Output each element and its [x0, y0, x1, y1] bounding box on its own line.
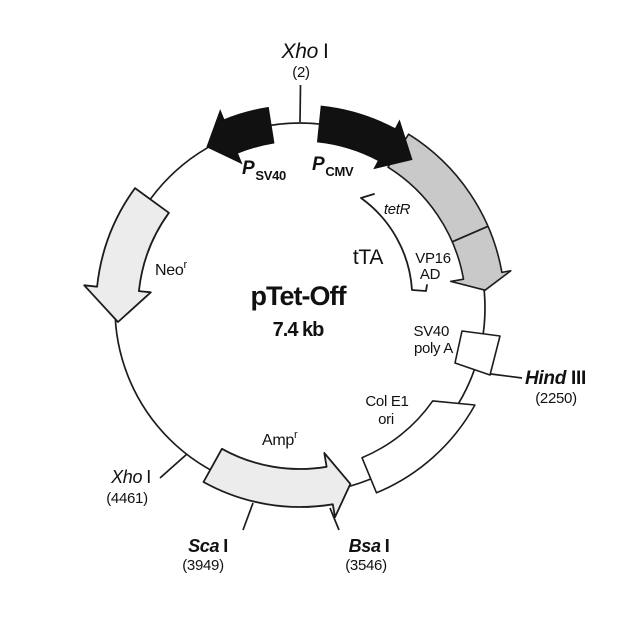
cole1-ori-box	[361, 400, 476, 494]
sca1-tick	[242, 502, 254, 531]
sca1-position: (3949)	[182, 557, 224, 574]
bsa1-tick	[329, 507, 340, 531]
neo-label: Neor	[155, 259, 187, 279]
sv40-polya-label-line2: poly A	[414, 340, 453, 357]
xho1-top-tick	[299, 84, 302, 123]
amp-resistance-arrow	[202, 447, 352, 518]
bsa1-position: (3546)	[345, 557, 387, 574]
xho1-left-position: (4461)	[106, 490, 148, 507]
tta-arrow	[387, 133, 512, 291]
hind3-position: (2250)	[535, 390, 577, 407]
vp16-label-line2: AD	[420, 266, 441, 283]
pcmv-promoter-arrow	[316, 105, 413, 170]
hind3-tick	[490, 373, 523, 379]
xho1-left-tick	[159, 453, 188, 479]
plasmid-size: 7.4 kb	[273, 319, 324, 341]
xho1-top-position: (2)	[292, 64, 310, 81]
tta-label: tTA	[353, 246, 384, 269]
vp16-label-line1: VP16	[415, 250, 451, 267]
pcmv-label: PCMV	[312, 154, 354, 179]
tetr-label: tetR	[384, 201, 411, 218]
neo-resistance-arrow	[83, 187, 170, 323]
tta-arrow-segment-divider	[451, 225, 489, 243]
plasmid-name: pTet-Off	[251, 281, 348, 311]
sv40-polya-box	[454, 330, 501, 376]
cole1-ori-label-line2: ori	[378, 411, 394, 428]
sv40-polya-label-line1: SV40	[414, 323, 450, 340]
tta-bracket	[360, 193, 428, 292]
cole1-ori-label-line1: Col E1	[365, 393, 408, 410]
amp-label: Ampr	[262, 429, 298, 449]
psv40-label: PSV40	[242, 158, 286, 183]
psv40-promoter-arrow	[206, 106, 275, 165]
